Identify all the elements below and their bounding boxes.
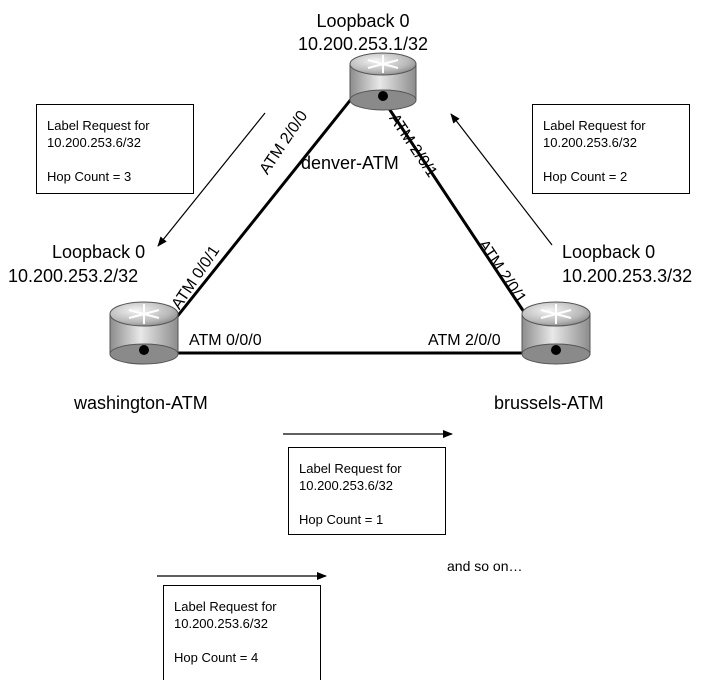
- request-line-1: Label Request for: [174, 599, 277, 614]
- label-request-box-hop-2: Label Request for 10.200.253.6/32 Hop Co…: [532, 104, 690, 194]
- washington-address-label: 10.200.253.2/32: [8, 266, 139, 286]
- link-denver-washington: [174, 97, 354, 319]
- washington-loopback-label: Loopback 0: [52, 242, 146, 262]
- request-line-1: Label Request for: [543, 118, 646, 133]
- router-brussels-icon: [521, 301, 591, 365]
- request-hop-count: Hop Count = 4: [174, 650, 259, 665]
- arrow-brussels-to-denver: [450, 113, 553, 246]
- denver-name-label: denver-ATM: [301, 153, 399, 173]
- request-line-1: Label Request for: [47, 118, 150, 133]
- brussels-loopback-label: Loopback 0: [562, 242, 656, 262]
- router-denver-icon: [349, 52, 417, 111]
- interface-brussels-washington: ATM 2/0/0: [428, 332, 501, 349]
- link-denver-brussels: [380, 97, 530, 319]
- brussels-name-label: brussels-ATM: [494, 393, 604, 413]
- label-request-box-hop-4: Label Request for 10.200.253.6/32 Hop Co…: [163, 585, 321, 680]
- denver-address-label: 10.200.253.1/32: [297, 34, 429, 54]
- arrow-denver-to-washington: [157, 112, 266, 247]
- router-washington-icon: [109, 301, 179, 365]
- label-request-box-hop-1: Label Request for 10.200.253.6/32 Hop Co…: [288, 447, 446, 535]
- washington-name-label: washington-ATM: [74, 393, 208, 413]
- request-line-2: 10.200.253.6/32: [299, 478, 393, 493]
- denver-loopback-label: Loopback 0: [316, 11, 410, 31]
- request-line-2: 10.200.253.6/32: [543, 135, 637, 150]
- request-hop-count: Hop Count = 2: [543, 169, 628, 184]
- request-line-1: Label Request for: [299, 461, 402, 476]
- request-line-2: 10.200.253.6/32: [174, 616, 268, 631]
- request-line-2: 10.200.253.6/32: [47, 135, 141, 150]
- interface-washington-brussels: ATM 0/0/0: [189, 332, 262, 349]
- brussels-address-label: 10.200.253.3/32: [562, 266, 693, 286]
- request-hop-count: Hop Count = 1: [299, 512, 384, 527]
- request-hop-count: Hop Count = 3: [47, 169, 132, 184]
- label-request-box-hop-3: Label Request for 10.200.253.6/32 Hop Co…: [36, 104, 194, 194]
- continuation-note: and so on…: [447, 558, 523, 574]
